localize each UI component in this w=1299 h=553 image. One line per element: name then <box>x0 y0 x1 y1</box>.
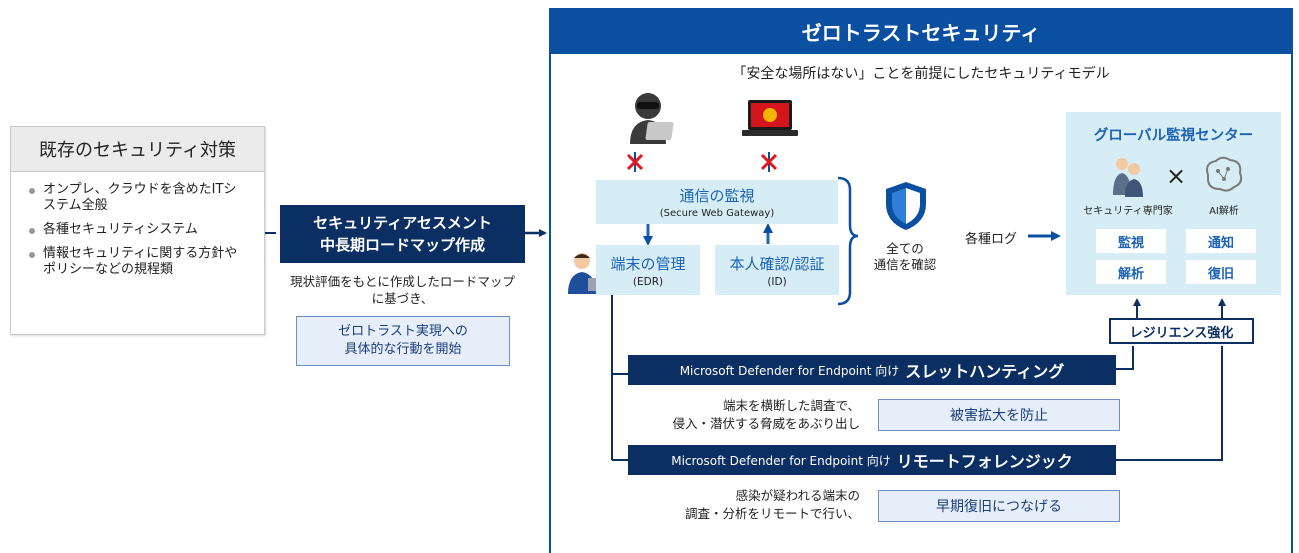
edr-title: 端末の管理 <box>610 254 686 273</box>
threat-hunting-desc-line1: 端末を横断した調査で、 <box>722 398 860 413</box>
list-item: 情報セキュリティに関する方針やポリシーなどの規程類 <box>29 246 248 278</box>
assessment-action-line1: ゼロトラスト実現への <box>338 324 468 339</box>
threat-hunting-bar: Microsoft Defender for Endpoint 向け スレットハ… <box>628 355 1116 385</box>
shield-icon <box>886 182 926 230</box>
id-auth-sub: (ID) <box>767 275 787 288</box>
gmc-title: グローバル監視センター <box>1093 128 1254 144</box>
comm-monitor-box: 通信の監視 (Secure Web Gateway) <box>596 180 838 224</box>
forensics-outcome: 早期復旧につなげる <box>878 490 1120 522</box>
blocked-x-icon <box>626 152 644 172</box>
comm-monitor-title: 通信の監視 <box>679 187 755 205</box>
assessment-action-line2: 具体的な行動を開始 <box>344 342 462 357</box>
brace <box>837 176 859 306</box>
all-comm-line2: 通信を確認 <box>873 257 937 272</box>
blocked-x-icon <box>760 152 778 172</box>
comm-monitor-sub: (Secure Web Gateway) <box>659 208 775 219</box>
experts-icon <box>1113 158 1143 197</box>
chip-analysis: 解析 <box>1096 260 1166 284</box>
chip-notify: 通知 <box>1186 229 1256 253</box>
edr-sub: (EDR) <box>632 275 664 288</box>
assessment-title-line2: 中長期ロードマップ作成 <box>319 236 485 254</box>
list-item: 各種セキュリティシステム <box>29 222 250 238</box>
forensics-title: リモートフォレンジック <box>896 452 1073 471</box>
threat-hunting-desc-line2: 侵入・潜伏する脅威をあぶり出し <box>672 416 860 431</box>
edr-box: 端末の管理 (EDR) <box>596 245 700 295</box>
assessment-action-box: ゼロトラスト実現への 具体的な行動を開始 <box>296 316 510 366</box>
forensics-prefix: Microsoft Defender for Endpoint 向け <box>671 453 891 468</box>
logs-label: 各種ログ <box>965 232 1018 247</box>
all-comm-label: 全ての 通信を確認 <box>862 241 948 273</box>
times-symbol: × <box>1166 162 1187 190</box>
zero-trust-title: ゼロトラストセキュリティ <box>549 8 1293 54</box>
ai-brain-icon <box>1206 156 1243 192</box>
existing-measures-title: 既存のセキュリティ対策 <box>11 127 264 172</box>
gmc-expert-label: セキュリティ専門家 <box>1083 206 1173 217</box>
existing-measures-box: 既存のセキュリティ対策 オンプレ、クラウドを含めたITシステム全般 各種セキュリ… <box>10 126 265 335</box>
zero-trust-subtitle: 「安全な場所はない」ことを前提にしたセキュリティモデル <box>732 66 1110 82</box>
forensics-desc-line2: 調査・分析をリモートで行い、 <box>684 506 860 521</box>
chip-monitor: 監視 <box>1096 229 1166 253</box>
forensics-desc-line1: 感染が疑われる端末の <box>735 488 860 503</box>
gmc-ai-label: AI解析 <box>1209 206 1239 217</box>
list-item: オンプレ、クラウドを含めたITシステム全般 <box>29 182 248 214</box>
threat-hunting-desc: 端末を横断した調査で、 侵入・潜伏する脅威をあぶり出し <box>620 397 860 433</box>
id-auth-title: 本人確認/認証 <box>729 254 825 273</box>
all-comm-line1: 全ての <box>886 241 924 256</box>
threat-hunting-outcome: 被害拡大を防止 <box>878 399 1120 431</box>
assessment-title-line1: セキュリティアセスメント <box>313 214 492 232</box>
forensics-desc: 感染が疑われる端末の 調査・分析をリモートで行い、 <box>620 487 860 523</box>
assessment-box: セキュリティアセスメント 中長期ロードマップ作成 <box>280 205 525 263</box>
existing-measures-list: オンプレ、クラウドを含めたITシステム全般 各種セキュリティシステム 情報セキュ… <box>11 172 264 278</box>
chip-recovery: 復旧 <box>1186 260 1256 284</box>
assessment-description: 現状評価をもとに作成したロードマップに基づき、 <box>290 274 515 306</box>
id-auth-box: 本人確認/認証 (ID) <box>715 245 839 295</box>
threat-hunting-title: スレットハンティング <box>905 362 1065 381</box>
forensics-bar: Microsoft Defender for Endpoint 向け リモートフ… <box>628 445 1116 475</box>
infected-laptop-icon <box>742 100 798 136</box>
resilience-label: レジリエンス強化 <box>1109 318 1254 344</box>
hacker-icon <box>630 93 674 144</box>
threat-hunting-prefix: Microsoft Defender for Endpoint 向け <box>679 363 900 378</box>
